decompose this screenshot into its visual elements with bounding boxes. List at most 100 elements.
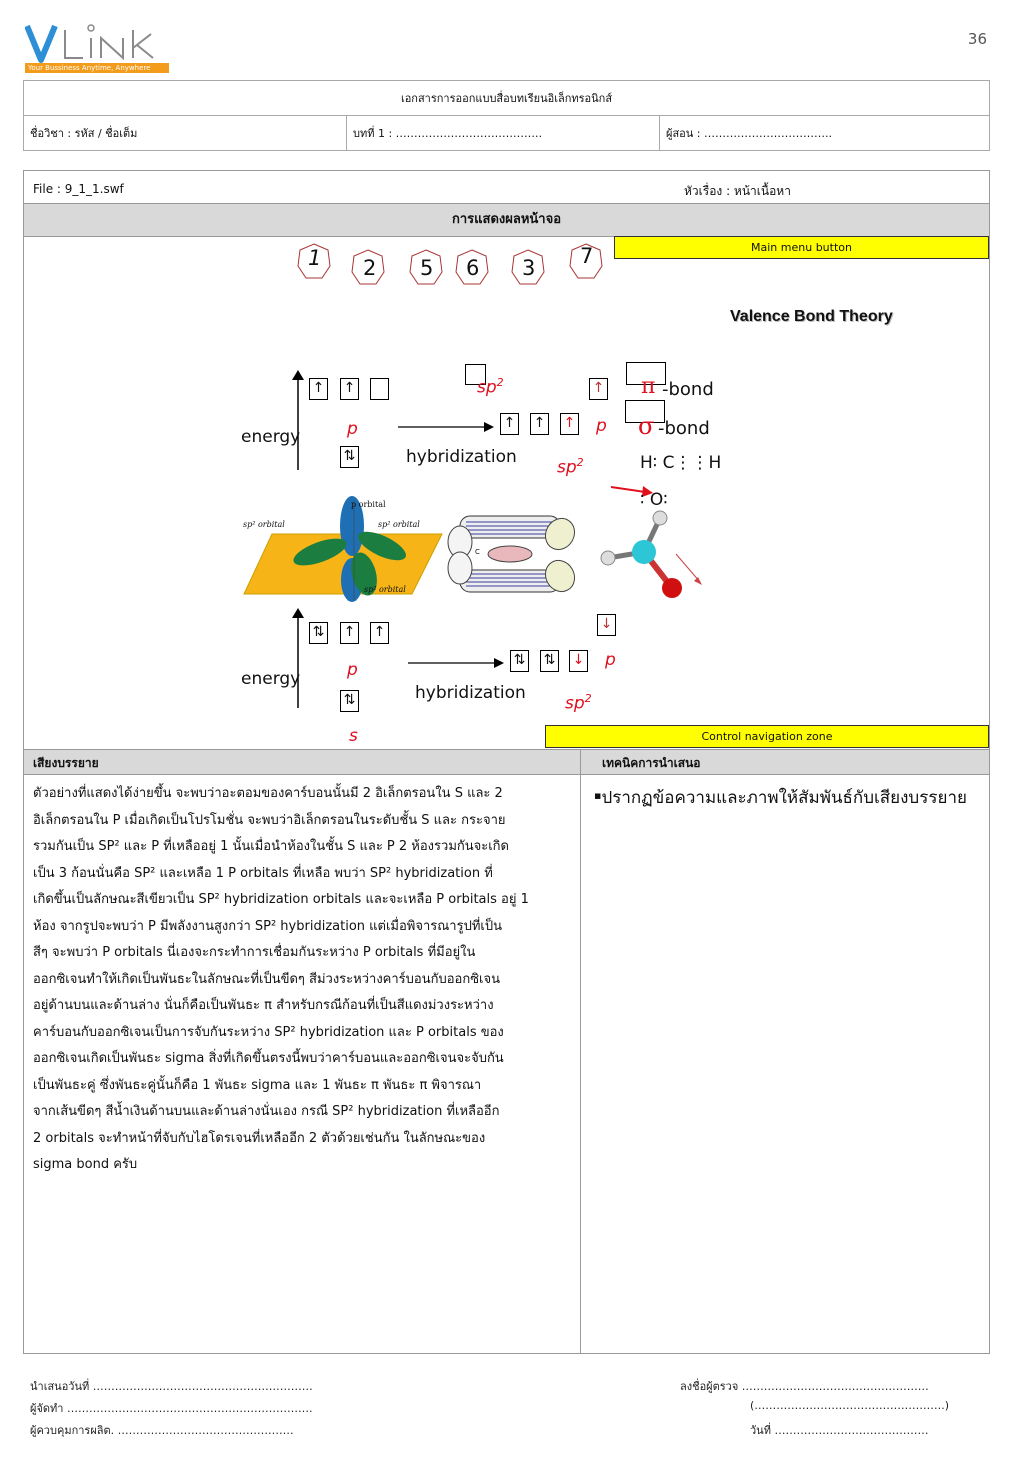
orbital-box: ⇅ xyxy=(340,690,359,712)
orbital-box: ↑ xyxy=(589,378,608,400)
badge-5[interactable]: 5 xyxy=(420,256,434,280)
badge-3[interactable]: 3 xyxy=(522,256,536,280)
molecule-model xyxy=(600,510,702,598)
page-number: 36 xyxy=(967,30,987,48)
badge-2[interactable]: 2 xyxy=(363,256,377,280)
narration-line: 2 orbitals จะทำหน้าที่จับกับไฮโดรเจนที่เ… xyxy=(33,1130,486,1146)
badge-7[interactable]: 7 xyxy=(580,244,594,268)
screen-area: 1 2 5 6 3 7 Main menu button Valence Bon… xyxy=(24,236,989,748)
checker-date: วันที่ …………………………………… xyxy=(750,1424,929,1437)
hybridization-arrow-top xyxy=(398,422,494,432)
superscript-2: 2 xyxy=(584,692,592,705)
hybridization-label-top: hybridization xyxy=(406,447,517,467)
present-date: นำเสนอวันที่ …………………………………………………… xyxy=(30,1380,313,1393)
orbital-box: ↑ xyxy=(309,378,328,400)
sp-text: sp xyxy=(565,693,585,714)
orbital-box: ⇅ xyxy=(540,650,559,672)
producer-line: ผู้ควบคุมการผลิต. ………………………………………… xyxy=(30,1424,294,1437)
sigma-box[interactable] xyxy=(625,400,665,423)
energy-label-top: energy xyxy=(241,427,301,447)
pi-symbol: π xyxy=(641,374,656,399)
narration-line: อิเล็กตรอนใน P เมื่อเกิดเป็นโปรโมชั่น จะ… xyxy=(33,812,506,828)
narration-line: ออกซิเจนทำให้เกิดเป็นพันธะในลักษณะที่เป็… xyxy=(33,971,500,987)
pi-bond-diagram xyxy=(447,515,576,593)
technique-item: ▪ปรากฏข้อความและภาพให้สัมพันธ์กับเสียงบร… xyxy=(594,784,967,811)
narration-line: เป็น 3 ก้อนนั่นคือ SP² และเหลือ 1 P orbi… xyxy=(33,865,493,881)
narration-heading: เสียงบรรยาย xyxy=(33,756,99,770)
label-sp2-orbital-right: sp² orbital xyxy=(378,520,420,529)
control-navigation-zone[interactable]: Control navigation zone xyxy=(545,725,989,748)
p-label-bottom-right: p xyxy=(605,650,616,670)
p-label-bottom: p xyxy=(347,660,358,680)
narration-line: ห้อง จากรูปจะพบว่า P มีพลังงานสูงกว่า SP… xyxy=(33,918,502,934)
header-table: เอกสารการออกแบบสื่อบทเรียนอิเล็กทรอนิกส์… xyxy=(23,80,990,151)
sp-text: sp xyxy=(557,457,577,478)
option-box[interactable] xyxy=(465,364,486,385)
energy-axis-bottom xyxy=(292,608,304,708)
narration-line: สีๆ จะพบว่า P orbitals นี่เองจะกระทำการเ… xyxy=(33,945,476,960)
file-label: File : 9_1_1.swf xyxy=(33,182,124,196)
label-p-orbital: p orbital xyxy=(351,500,386,509)
sp2-label-top-b: sp2 xyxy=(557,456,584,478)
orbital-box: ⇅ xyxy=(510,650,529,672)
orbital-box: ↑ xyxy=(530,413,549,435)
narration-line: รวมกันเป็น SP² และ P ที่เหลืออยู่ 1 นั้น… xyxy=(33,839,509,854)
s-label-bottom: s xyxy=(349,726,358,746)
narration-line: อยู่ด้านบนและด้านล่าง นั่นก็คือเป็นพันธะ… xyxy=(33,998,494,1013)
chapter-cell: บทที่ 1 : …………………………………. xyxy=(346,115,660,151)
sp2-orbital-diagram xyxy=(243,496,443,602)
formula-hc: H∶ C⋮⋮H xyxy=(640,453,722,473)
pi-box[interactable] xyxy=(626,362,666,385)
logo-tagline: Your Bussiness Anytime, Anywhere xyxy=(25,63,169,73)
instructor-cell: ผู้สอน : …………………………….. xyxy=(659,115,990,151)
checker-name: (…………………………………………….) xyxy=(750,1399,950,1412)
p-label-top: p xyxy=(347,419,358,439)
superscript-2: 2 xyxy=(576,456,584,469)
lower-header-bar xyxy=(24,749,989,775)
bullet-icon: ▪ xyxy=(594,789,602,802)
formula-o: ∶ O∶ xyxy=(640,490,668,510)
column-divider xyxy=(580,749,581,1354)
narration-line: เป็นพันธะคู่ ซึ่งพันธะคู่นั้นก็คือ 1 พัน… xyxy=(33,1077,482,1093)
orbital-box: ↑ xyxy=(560,413,579,435)
narration-line: เกิดขึ้นเป็นลักษณะสีเขียวเป็น SP² hybrid… xyxy=(33,892,529,907)
orbital-box: ⇅ xyxy=(309,622,328,644)
topic-label: หัวเรื่อง : หน้าเนื้อหา xyxy=(684,184,791,198)
narration-line: จากเส้นขีดๆ สีน้ำเงินด้านบนและด้านล่างนั… xyxy=(33,1104,500,1119)
sp-text: sp xyxy=(477,377,497,398)
orbital-box: ↑ xyxy=(500,413,519,435)
p-label-right: p xyxy=(596,416,607,436)
screen-section-title: การแสดงผลหน้าจอ xyxy=(24,203,989,237)
orbital-box: ↑ xyxy=(370,622,389,644)
orbital-box xyxy=(370,378,389,400)
screen-title: Valence Bond Theory xyxy=(730,308,893,325)
design-box xyxy=(23,170,990,1354)
narration-line: ตัวอย่างที่แสดงได้ง่ายขึ้น จะพบว่าอะตอมข… xyxy=(33,786,503,801)
sp2-label-top-a: sp2 xyxy=(477,376,504,398)
badge-6[interactable]: 6 xyxy=(466,256,480,280)
narration-line: sigma bond ครับ xyxy=(33,1157,138,1172)
orbital-box: ↑ xyxy=(340,378,359,400)
doc-title: เอกสารการออกแบบสื่อบทเรียนอิเล็กทรอนิกส์ xyxy=(23,80,990,116)
label-c: C xyxy=(475,548,480,556)
subject-cell: ชื่อวิชา : รหัส / ชื่อเต็ม xyxy=(23,115,347,151)
badge-1[interactable]: 1 xyxy=(308,246,322,270)
orbital-box: ⇅ xyxy=(340,446,359,468)
narration-text: ตัวอย่างที่แสดงได้ง่ายขึ้น จะพบว่าอะตอมข… xyxy=(33,781,573,1179)
label-sp2-orbital-bottom: sp² orbital xyxy=(364,585,406,594)
red-arrow xyxy=(610,486,653,497)
sp2-label-bottom: sp2 xyxy=(565,692,592,714)
pi-bond-label: -bond xyxy=(662,379,714,400)
orbital-box: ↑ xyxy=(340,622,359,644)
sigma-bond-label: -bond xyxy=(658,418,710,439)
navigation-badges xyxy=(297,243,603,285)
narration-line: ออกซิเจนเกิดเป็นพันธะ sigma สิ่งที่เกิดข… xyxy=(33,1051,504,1066)
main-menu-button[interactable]: Main menu button xyxy=(614,236,989,259)
narration-line: คาร์บอนกับออกซิเจนเป็นการจับกันระหว่าง S… xyxy=(33,1024,504,1040)
checker-signature: ลงชื่อผู้ตรวจ …………………………………………… xyxy=(680,1380,929,1393)
sigma-symbol: σ xyxy=(638,412,655,440)
technique-heading: เทคนิคการนำเสนอ xyxy=(602,756,701,770)
author-line: ผู้จัดทำ …………………………………………………………. xyxy=(30,1402,313,1415)
orbital-box: ↓ xyxy=(569,650,588,672)
hybridization-label-bottom: hybridization xyxy=(415,683,526,703)
